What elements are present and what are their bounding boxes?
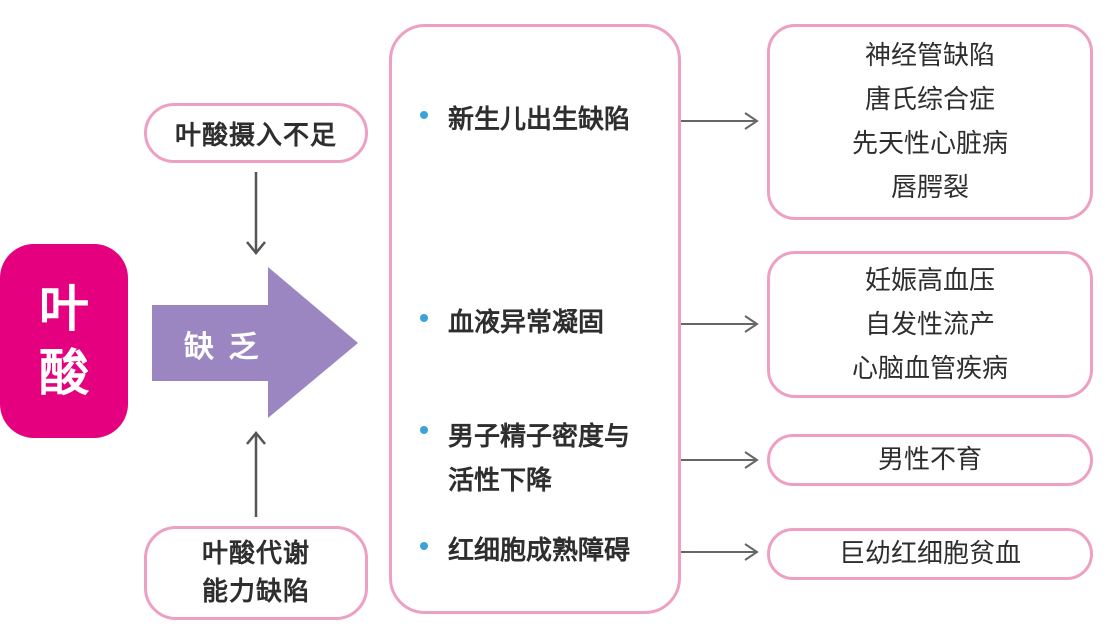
effect-label-4: 红细胞成熟障碍 (448, 536, 631, 566)
result-1-2: 唐氏综合症 (864, 85, 995, 115)
folate-label: 叶酸 (39, 280, 89, 402)
effect-label-3: 男子精子密度与活性下降 (448, 422, 631, 496)
result-box-2: 妊娠高血压 自发性流产 心脑血管疾病 (767, 251, 1093, 398)
intake-arrow-head (246, 241, 266, 255)
effect-item-1: 新生儿出生缺陷 (420, 100, 663, 140)
effect-label-1: 新生儿出生缺陷 (448, 105, 631, 135)
deficiency-label: 缺 乏 (184, 330, 261, 365)
result-3-1: 男性不育 (877, 445, 982, 475)
effect-item-2: 血液异常凝固 (420, 303, 663, 343)
bullet-icon (420, 426, 428, 434)
result-2-2: 自发性流产 (864, 309, 995, 340)
folate-box: 叶酸 (0, 244, 128, 438)
result-box-4: 巨幼红细胞贫血 (767, 528, 1093, 580)
bullet-icon (420, 314, 428, 322)
result-2-3: 心脑血管疾病 (851, 353, 1008, 384)
effects-panel (389, 24, 681, 614)
cause-metabolism-box: 叶酸代谢 能力缺陷 (144, 526, 368, 620)
result-1-3: 先天性心脏病 (851, 129, 1008, 159)
result-1-4: 唇腭裂 (890, 173, 969, 203)
cause-metabolism-line-1: 叶酸代谢 (201, 539, 310, 569)
result-box-3: 男性不育 (767, 434, 1093, 486)
result-box-1: 神经管缺陷 唐氏综合症 先天性心脏病 唇腭裂 (767, 24, 1093, 220)
result-4-1: 巨幼红细胞贫血 (838, 539, 1021, 569)
effect-item-4: 红细胞成熟障碍 (420, 531, 663, 571)
effect-label-2: 血液异常凝固 (448, 308, 605, 338)
cause-metabolism-line-2: 能力缺陷 (201, 577, 310, 607)
bullet-icon (420, 111, 428, 119)
effect-item-3: 男子精子密度与活性下降 (420, 415, 648, 503)
result-1-1: 神经管缺陷 (864, 41, 995, 71)
cause-intake-label: 叶酸摄入不足 (174, 120, 337, 151)
bullet-icon (420, 542, 428, 550)
result-2-1: 妊娠高血压 (864, 265, 995, 296)
metabolism-arrow-head (246, 431, 266, 445)
cause-intake-box: 叶酸摄入不足 (144, 103, 368, 163)
deficiency-arrow (152, 267, 358, 418)
